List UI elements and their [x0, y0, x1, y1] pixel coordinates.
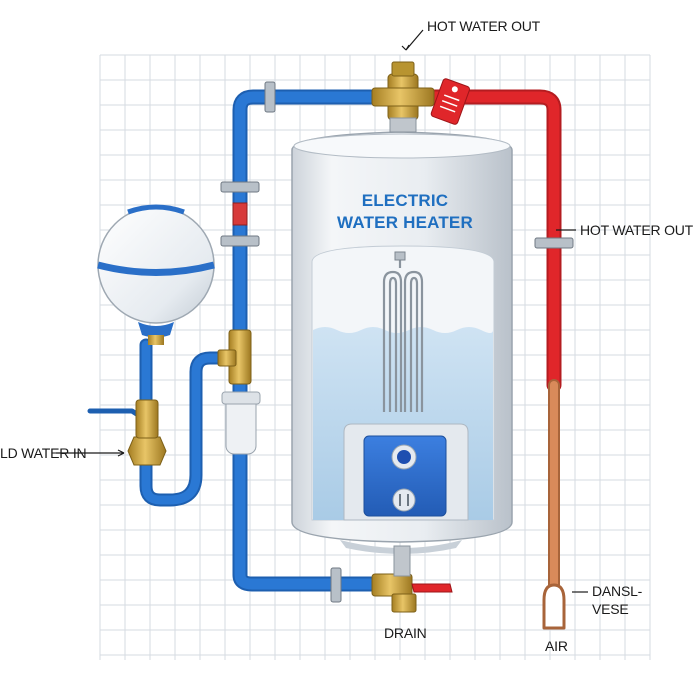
- hot-water-pipes: [424, 89, 566, 630]
- heater-title-line2: WATER HEATER: [337, 213, 473, 232]
- hot-water-out-right-label: HOT WATER OUT: [580, 222, 694, 238]
- heating-element: [382, 251, 424, 412]
- air-label: AIR: [545, 638, 568, 654]
- cold-water-pipes: [87, 89, 400, 592]
- cold-inlet-valve[interactable]: [127, 436, 167, 466]
- leader-lines: [56, 29, 588, 593]
- dansl-label-line2: VESE: [592, 601, 629, 617]
- heater-title: ELECTRIC WATER HEATER: [300, 190, 510, 234]
- dansl-label-line1: DANSL-: [592, 583, 643, 599]
- thermostat-panel: [343, 423, 469, 521]
- hot-water-out-top-label: HOT WATER OUT: [427, 18, 541, 34]
- pipe-clamps: [220, 81, 574, 603]
- expansion-tank: [97, 204, 215, 345]
- drain-valve[interactable]: [371, 573, 413, 597]
- cold-shutoff-valve[interactable]: [232, 202, 248, 226]
- drain-label: DRAIN: [384, 625, 427, 641]
- heater-title-line1: ELECTRIC: [361, 191, 449, 210]
- drain-handle[interactable]: [411, 583, 453, 593]
- cold-water-in-label: LD WATER IN: [0, 445, 87, 461]
- reset-knob[interactable]: [392, 488, 416, 512]
- fittings: [127, 61, 471, 613]
- relief-valve-tag: [430, 78, 471, 125]
